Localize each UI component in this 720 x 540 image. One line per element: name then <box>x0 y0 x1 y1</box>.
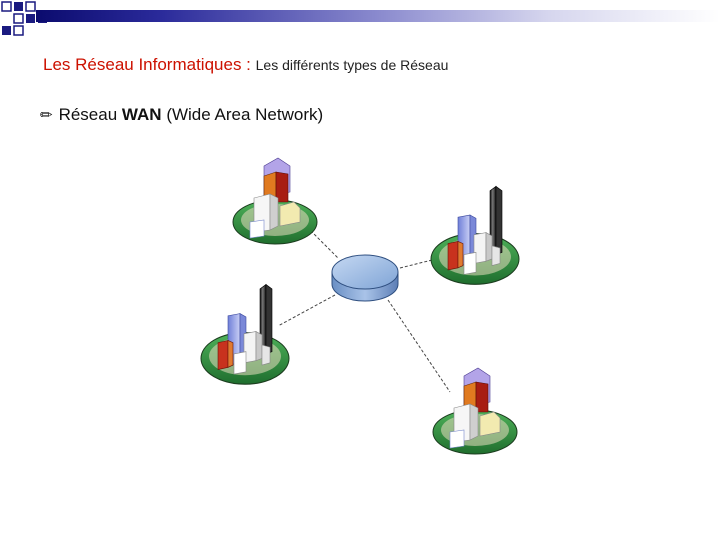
subtitle-rest: (Wide Area Network) <box>166 105 324 124</box>
wan-links <box>277 219 451 393</box>
wan-cloud-hub-icon <box>331 254 399 302</box>
wan-link-bottom-right <box>387 299 451 393</box>
header-bar <box>36 10 720 22</box>
city-buildings-icon <box>432 367 518 455</box>
city-buildings-icon <box>232 157 318 245</box>
slide-subtitle: ✏ Réseau WAN (Wide Area Network) <box>40 105 323 125</box>
wan-link-bottom-left <box>277 294 336 327</box>
slide-title: Les Réseau Informatiques : Les différent… <box>43 55 448 75</box>
title-main: Les Réseau Informatiques : <box>43 55 251 74</box>
city-buildings-icon <box>200 283 290 385</box>
subtitle-prefix: Réseau <box>58 105 118 124</box>
wan-link-top-right <box>399 257 441 269</box>
wan-link-top-left <box>299 219 339 259</box>
city-buildings-icon <box>430 185 520 285</box>
pencil-icon: ✏ <box>40 107 53 124</box>
title-sub: Les différents types de Réseau <box>255 57 449 73</box>
subtitle-wan: WAN <box>121 105 162 124</box>
